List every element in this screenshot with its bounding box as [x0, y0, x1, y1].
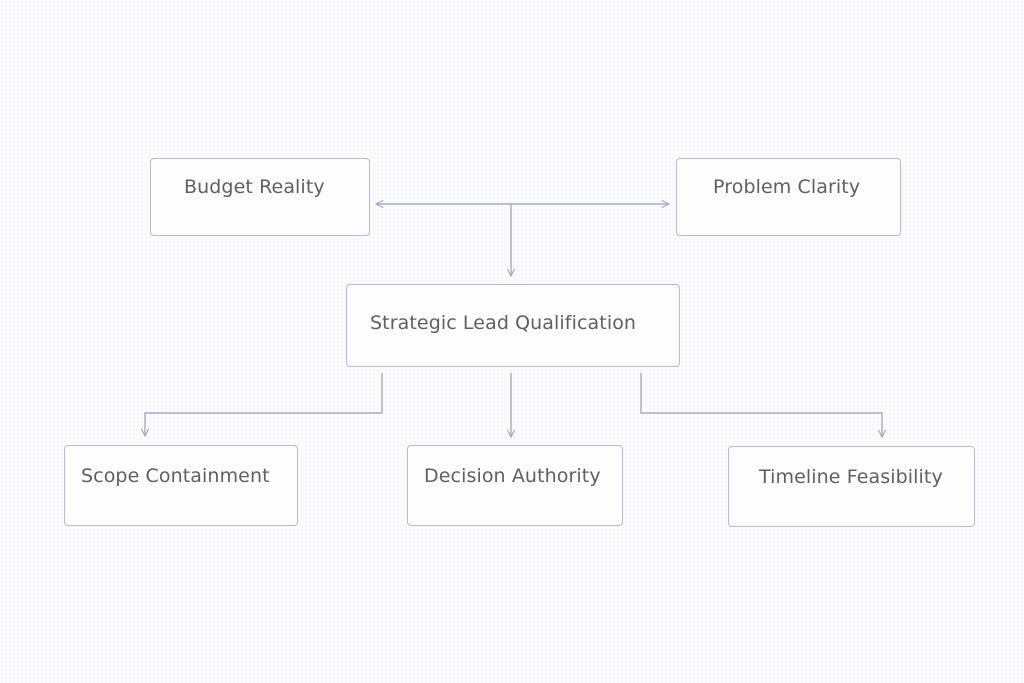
node-strategic-lead-qualification[interactable]: Strategic Lead Qualification [346, 284, 680, 367]
node-scope-containment[interactable]: Scope Containment [64, 445, 298, 526]
node-label: Timeline Feasibility [759, 466, 943, 488]
node-label: Budget Reality [184, 176, 325, 198]
node-problem-clarity[interactable]: Problem Clarity [676, 158, 901, 236]
node-label: Decision Authority [424, 465, 601, 487]
node-label: Scope Containment [81, 465, 270, 487]
node-budget-reality[interactable]: Budget Reality [150, 158, 370, 236]
connector-to-scope [145, 373, 383, 436]
node-timeline-feasibility[interactable]: Timeline Feasibility [728, 446, 975, 527]
node-label: Strategic Lead Qualification [370, 312, 637, 334]
node-decision-authority[interactable]: Decision Authority [407, 445, 623, 526]
node-label: Problem Clarity [713, 176, 861, 198]
connector-to-timeline [640, 373, 882, 437]
